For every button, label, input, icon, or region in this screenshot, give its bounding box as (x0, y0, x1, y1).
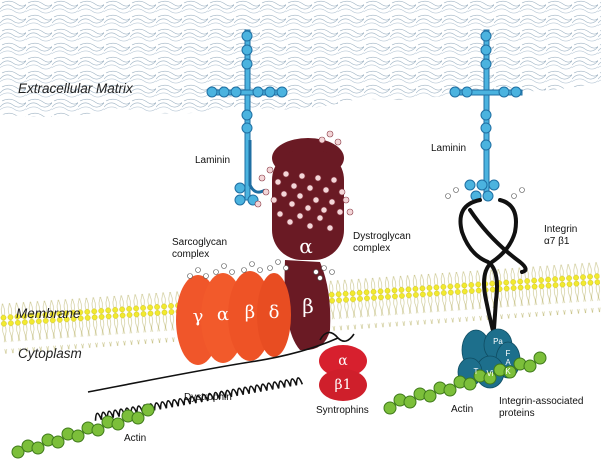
sarcoglycan-gamma-glyph: γ (192, 306, 204, 327)
sarcoglycan-delta-glyph: δ (268, 302, 280, 323)
integrin-proteins-label-line2: proteins (499, 408, 535, 419)
integrin-alpha7-beta1 (445, 187, 528, 357)
laminin-left-label: Laminin (195, 155, 231, 166)
sarcoglycan-label-line1: Sarcoglycan (172, 237, 228, 248)
laminin-right (449, 29, 523, 202)
paxillin-glyph: Pa (493, 337, 503, 346)
integrin-proteins-label-line1: Integrin-associated (499, 396, 584, 407)
cytoplasm-label: Cytoplasm (18, 346, 82, 361)
integrin-label-line2: α7 β1 (544, 236, 570, 247)
membrane-label: Membrane (16, 306, 81, 321)
fak-k-glyph: K (505, 367, 511, 376)
vinculin-glyph: Vi (486, 369, 494, 378)
syntrophins (319, 345, 367, 401)
dystroglycan-beta-glyph: β (302, 294, 314, 318)
fak-f-glyph: F (505, 349, 511, 358)
syntrophin-alpha-glyph: α (338, 353, 348, 369)
fak-a-glyph: A (505, 358, 511, 367)
actin-right (383, 351, 547, 415)
dystroglycan-complex (254, 130, 354, 351)
talin-glyph: T (473, 367, 479, 376)
syntrophin-beta1-glyph: β1 (334, 377, 352, 393)
actin-left (11, 403, 155, 459)
sarcoglycan-label-line2: complex (172, 249, 210, 260)
extracellular-matrix-fibers (0, 0, 601, 117)
dystroglycan-alpha-glyph: α (299, 234, 313, 258)
laminin-right-label: Laminin (431, 143, 467, 154)
sarcoglycan-complex (176, 259, 291, 365)
sarcoglycan-beta-glyph: β (244, 302, 256, 323)
dystroglycan-label-line1: Dystroglycan (353, 231, 411, 242)
sarcoglycan-alpha-glyph: α (216, 304, 230, 325)
dystrophin-label: Dystrophin (184, 392, 232, 403)
extracellular-matrix-label: Extracellular Matrix (18, 81, 133, 96)
glycan-cluster (254, 130, 354, 232)
integrin-label-line1: Integrin (544, 224, 578, 235)
dystroglycan-label-line2: complex (353, 243, 391, 254)
actin-right-label: Actin (451, 404, 474, 415)
actin-left-label: Actin (124, 433, 147, 444)
laminin-left (206, 29, 288, 206)
syntrophins-label: Syntrophins (316, 405, 369, 416)
